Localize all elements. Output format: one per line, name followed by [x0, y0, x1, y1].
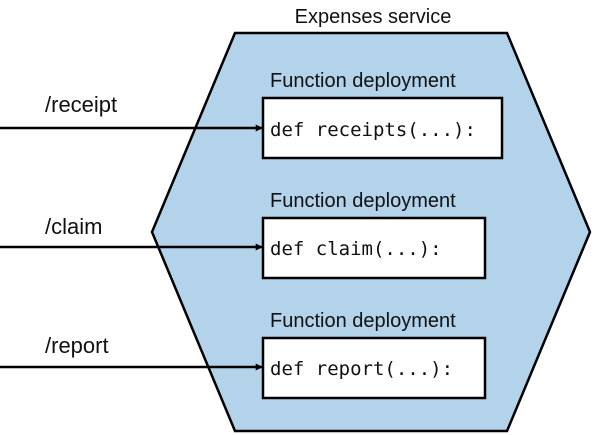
function-code: def receipts(...):: [270, 119, 476, 141]
route-label: /report: [45, 333, 109, 358]
deployment-label: Function deployment: [270, 310, 456, 332]
function-box: [261, 336, 487, 400]
function-box: [261, 96, 504, 160]
function-deployment-report: Function deployment def report(...):: [261, 310, 487, 400]
route-report: /report: [0, 333, 263, 371]
function-box: [261, 216, 487, 280]
route-label: /receipt: [45, 92, 117, 117]
function-deployment-claim: Function deployment def claim(...):: [261, 190, 487, 280]
function-code: def claim(...):: [270, 238, 442, 260]
function-code: def report(...):: [270, 358, 453, 380]
deployment-label: Function deployment: [270, 70, 456, 92]
route-claim: /claim: [0, 214, 263, 251]
route-label: /claim: [45, 214, 102, 239]
route-receipt: /receipt: [0, 92, 263, 132]
service-title: Expenses service: [295, 6, 452, 28]
deployment-label: Function deployment: [270, 190, 456, 212]
function-deployment-receipts: Function deployment def receipts(...):: [261, 70, 504, 160]
